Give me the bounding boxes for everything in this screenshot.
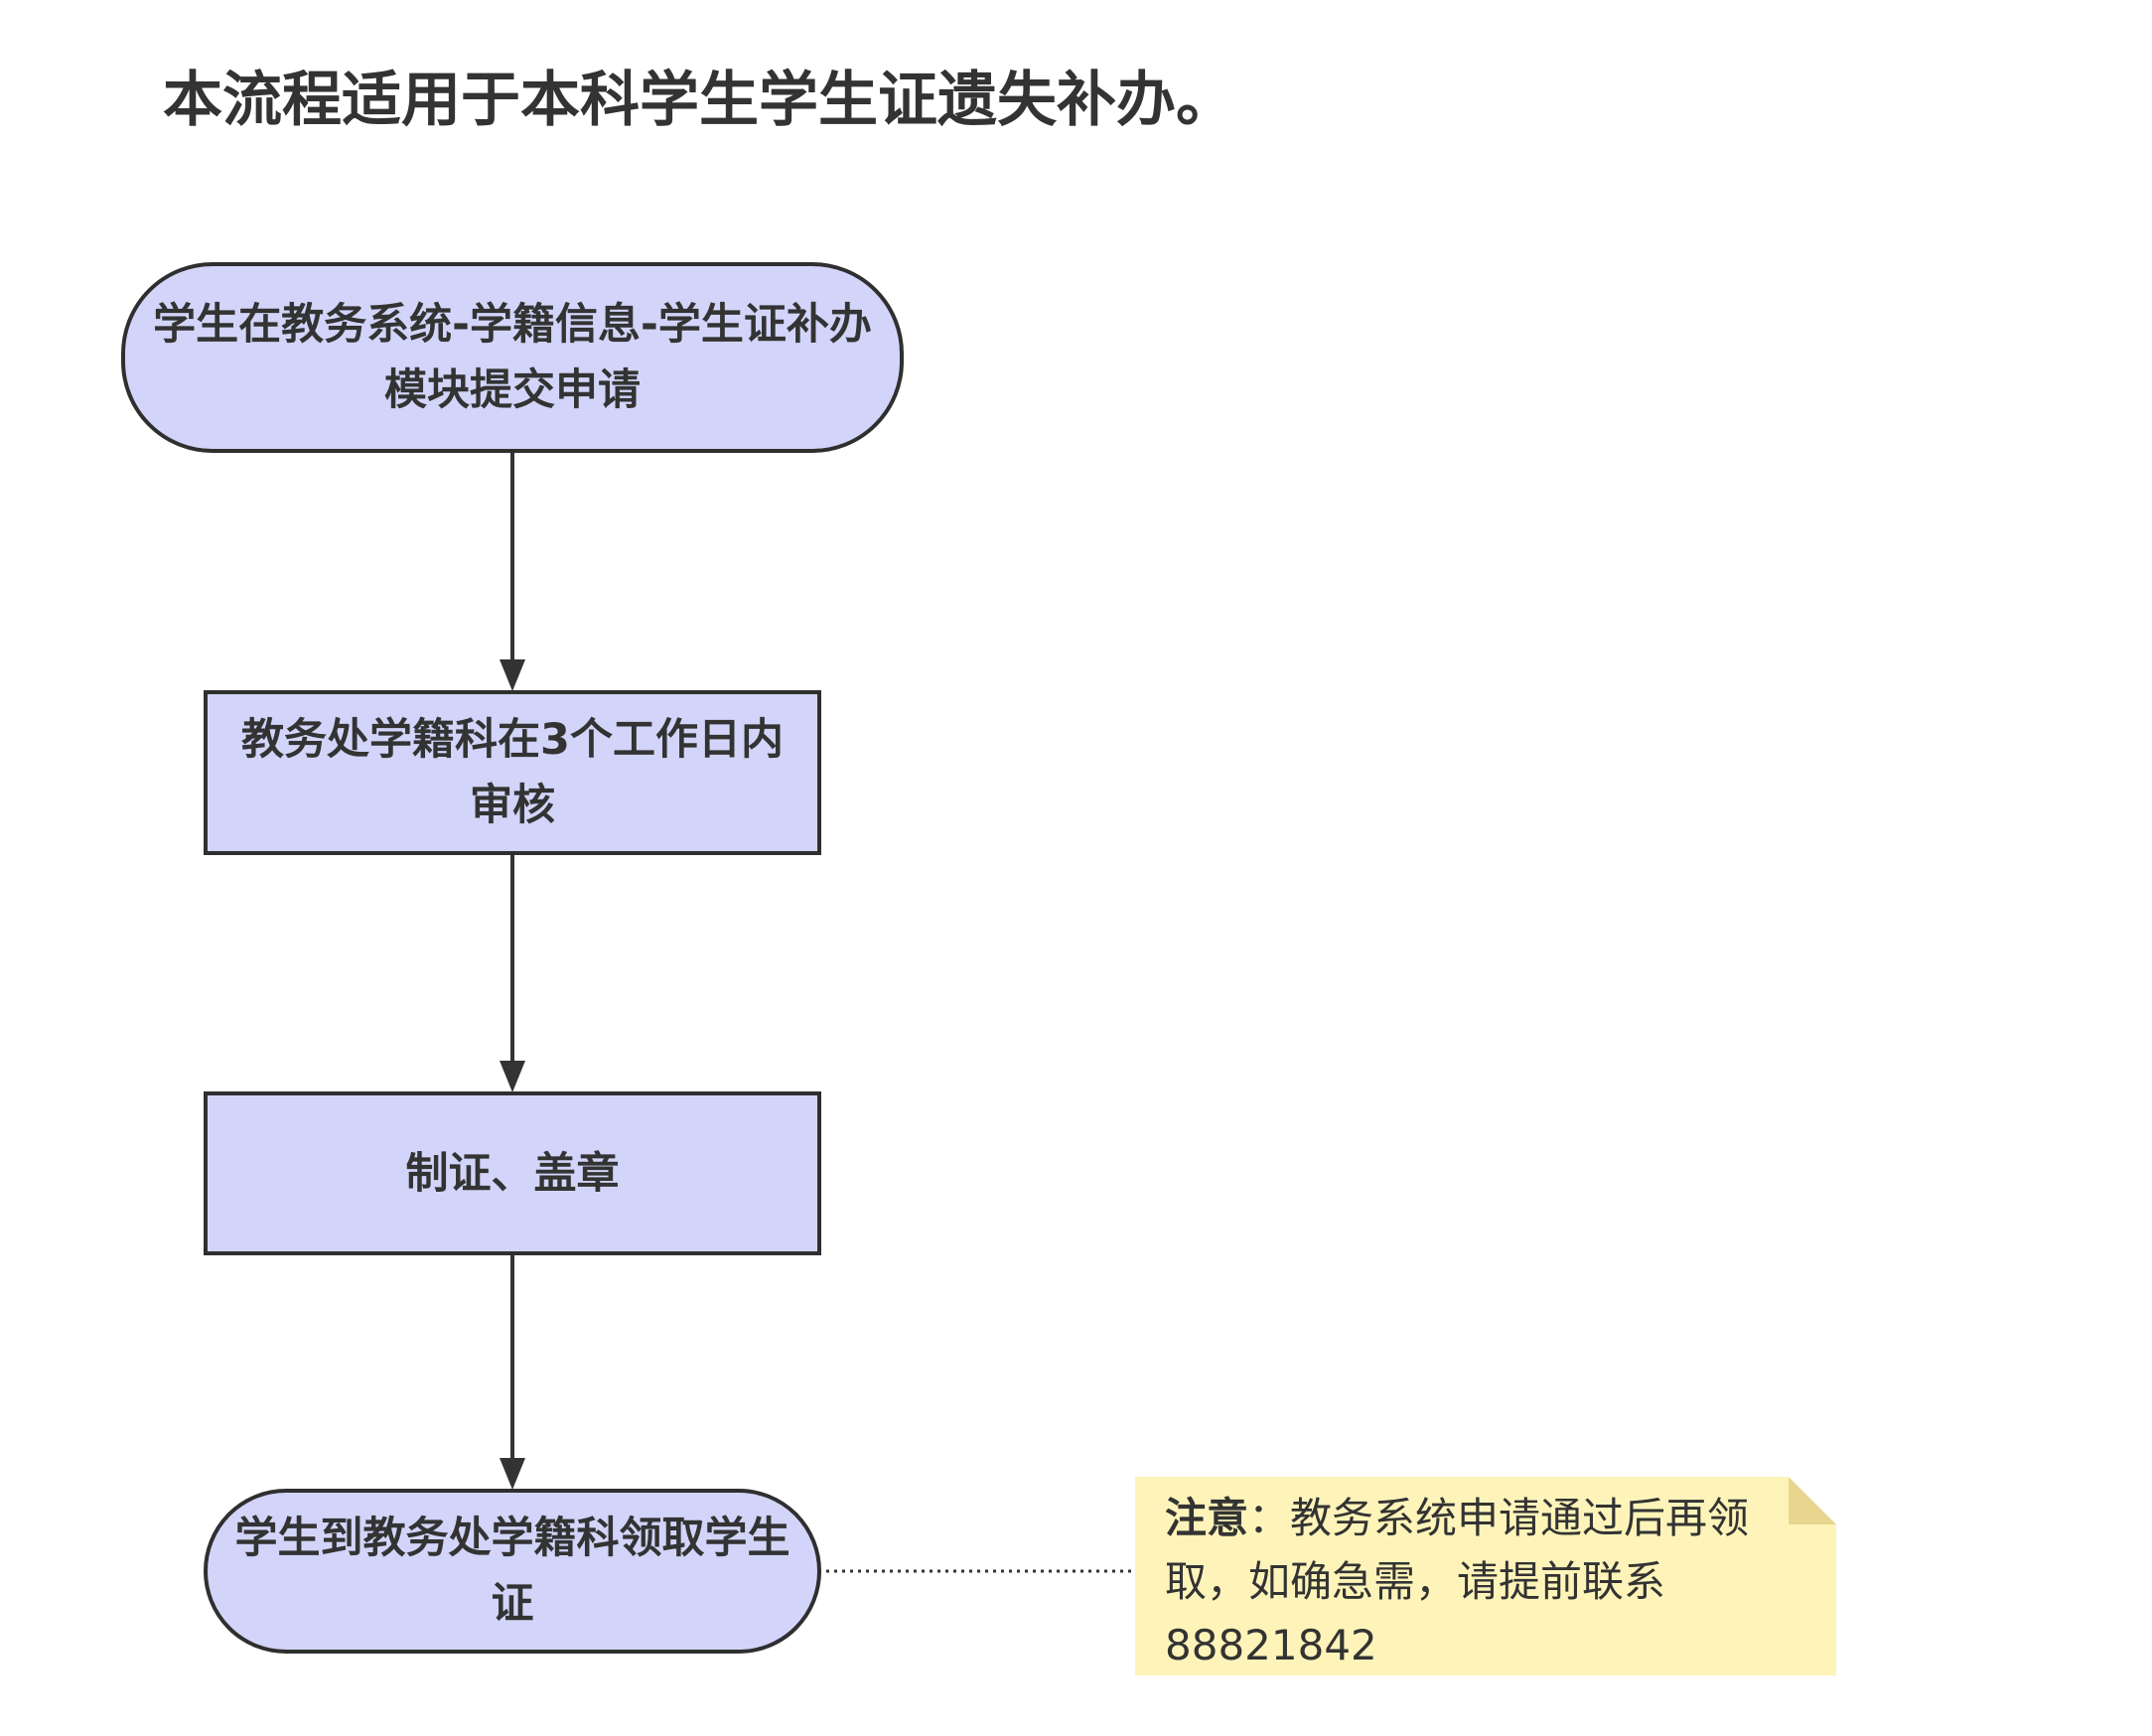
step-collect-label: 学生到教务处学籍科领取学生证 bbox=[234, 1514, 790, 1629]
arrowhead-icon bbox=[500, 1458, 525, 1490]
step-submit-application[interactable]: 学生在教务系统-学籍信息-学生证补办模块提交申请 bbox=[121, 262, 904, 453]
note-body: 教务系统申请通过后再领取，如确急需，请提前联系88821842 bbox=[1165, 1494, 1750, 1669]
note-heading: 注意 bbox=[1165, 1494, 1249, 1542]
arrowhead-icon bbox=[500, 659, 525, 691]
edge-make-to-collect bbox=[500, 1255, 525, 1490]
step-review-label: 教务处学籍科在3个工作日内审核 bbox=[241, 715, 784, 830]
step-make-label: 制证、盖章 bbox=[405, 1148, 620, 1199]
edge-review-to-make bbox=[500, 855, 525, 1092]
arrowhead-icon bbox=[500, 1061, 525, 1092]
note-fold-corner bbox=[1789, 1477, 1836, 1524]
step-submit-label: 学生在教务系统-学籍信息-学生证补办模块提交申请 bbox=[153, 300, 872, 415]
step-review[interactable]: 教务处学籍科在3个工作日内审核 bbox=[204, 690, 821, 855]
page-title: 本流程适用于本科学生学生证遗失补办。 bbox=[163, 66, 1235, 135]
step-make-card[interactable]: 制证、盖章 bbox=[204, 1091, 821, 1255]
edge-submit-to-review bbox=[500, 453, 525, 691]
note-separator: ： bbox=[1248, 1494, 1291, 1542]
note-box: 注意：教务系统申请通过后再领取，如确急需，请提前联系88821842 bbox=[1135, 1477, 1836, 1675]
step-collect-card[interactable]: 学生到教务处学籍科领取学生证 bbox=[204, 1489, 821, 1654]
